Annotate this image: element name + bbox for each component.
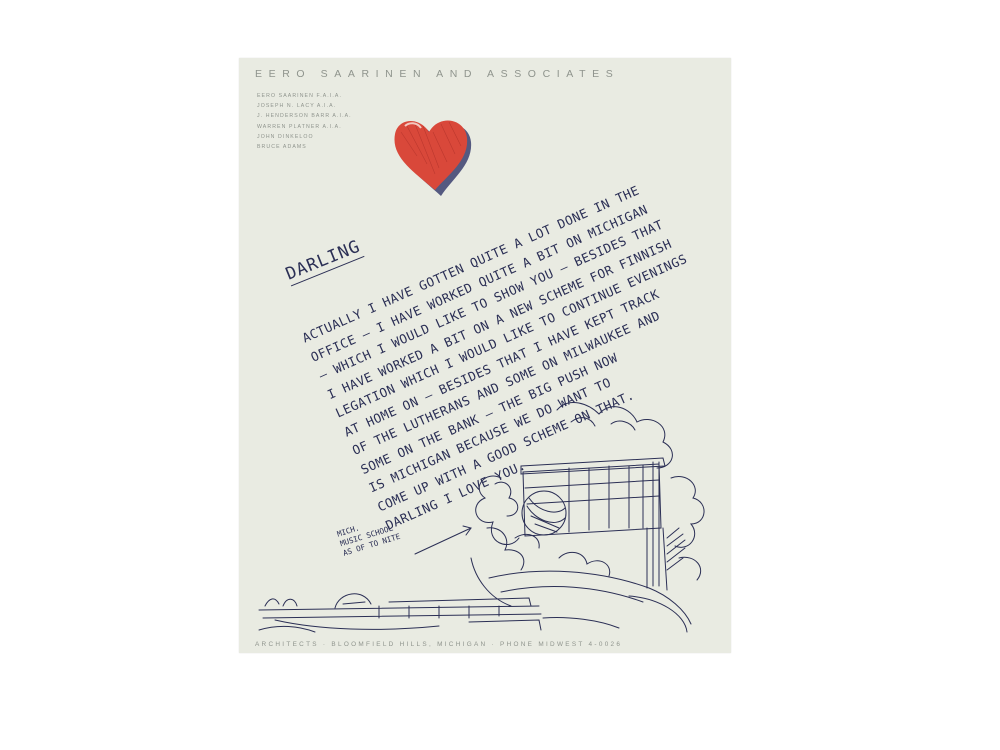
partner-name: JOSEPH N. LACY A.I.A. [257, 103, 337, 110]
letter-sheet: EERO SAARINEN AND ASSOCIATES EERO SAARIN… [239, 58, 731, 653]
partner-name: J. HENDERSON BARR A.I.A. [257, 113, 352, 120]
letterhead-partners: EERO SAARINEN F.A.I.A. JOSEPH N. LACY A.… [257, 91, 352, 152]
heart-drawing [394, 120, 472, 196]
heart-fill [394, 120, 468, 190]
letterhead-footer: ARCHITECTS · BLOOMFIELD HILLS, MICHIGAN … [255, 641, 623, 648]
annotation-arrow [414, 527, 472, 555]
partner-name: WARREN PLATNER A.I.A. [257, 123, 342, 130]
partner-name: EERO SAARINEN F.A.I.A. [257, 93, 343, 99]
partner-name: BRUCE ADAMS [257, 144, 307, 151]
music-school-sketch [258, 401, 705, 633]
letterhead-firm-name: EERO SAARINEN AND ASSOCIATES [255, 68, 620, 80]
partner-name: JOHN DINKELOO [257, 133, 314, 140]
